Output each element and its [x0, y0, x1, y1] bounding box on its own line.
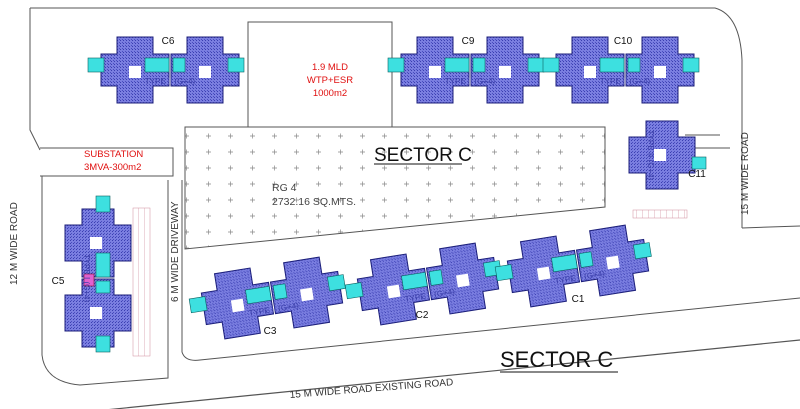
courtyard	[90, 307, 102, 319]
balcony	[627, 57, 641, 73]
balcony	[87, 57, 105, 73]
rg4-park	[184, 126, 606, 250]
substation-line-1: SUBSTATION	[84, 149, 143, 160]
wtp-label: 1.9 MLD WTP+ESR 1000m2	[307, 62, 353, 99]
balcony	[599, 57, 625, 73]
sector-title-bottom: SECTOR C	[500, 347, 613, 372]
road-label-bottom: 15 M WIDE ROAD EXISTING ROAD	[289, 377, 453, 401]
courtyard	[199, 66, 211, 78]
building-type-label: TYPE I (G+4)	[82, 254, 91, 303]
courtyard	[456, 273, 470, 288]
balcony	[245, 285, 272, 305]
balcony	[472, 57, 486, 73]
courtyard	[129, 66, 141, 78]
balcony	[144, 57, 170, 73]
balcony	[633, 242, 652, 260]
courtyard	[386, 284, 401, 299]
balcony	[494, 264, 514, 282]
building-c1[interactable]: TYPE II (G+4)	[492, 222, 656, 312]
courtyard	[584, 66, 596, 78]
building-c9[interactable]: TYPE II (G+4)	[387, 36, 545, 104]
balcony	[227, 57, 245, 73]
building-id-label: C5	[52, 276, 65, 287]
balcony	[188, 296, 208, 314]
balcony	[327, 274, 346, 292]
balcony	[401, 271, 428, 291]
balcony	[691, 156, 707, 170]
driveway-label: 6 M WIDE DRIVEWAY	[170, 201, 181, 302]
building-id-label: C2	[416, 310, 429, 321]
balcony	[95, 252, 111, 278]
building-c6[interactable]: TYPE II (G+4)	[87, 36, 245, 104]
parking-strip	[632, 209, 688, 219]
wtp-line-1: 1.9 MLD	[312, 62, 348, 73]
building-type-label: TYPE II (G+4)	[145, 77, 196, 86]
balcony	[172, 57, 186, 73]
substation-line-2: 3MVA-300m2	[84, 162, 141, 173]
pink-unit	[83, 273, 95, 287]
courtyard	[429, 66, 441, 78]
balcony	[444, 57, 470, 73]
balcony	[527, 57, 545, 73]
rg4-area: 2732.16 SQ.MTS.	[272, 196, 356, 208]
building-c3[interactable]: TYPE II (G+4)	[186, 254, 350, 344]
balcony	[95, 280, 111, 294]
wtp-line-3: 1000m2	[313, 88, 347, 99]
balcony	[95, 195, 111, 213]
courtyard	[230, 298, 245, 313]
courtyard	[90, 237, 102, 249]
courtyard	[300, 287, 314, 302]
courtyard	[654, 66, 666, 78]
substation-box	[40, 147, 174, 177]
courtyard	[536, 266, 551, 281]
building-id-label: C9	[462, 36, 475, 47]
building-c10[interactable]: TYPE II (G+4)	[542, 36, 700, 104]
balcony	[551, 253, 578, 273]
rg4-label: RG 4 2732.16 SQ.MTS.	[272, 182, 356, 208]
building-type-label: TYPE II (G+4)	[445, 77, 496, 86]
building-id-label: C1	[572, 294, 585, 305]
balcony	[344, 282, 364, 300]
building-id-label: C11	[688, 169, 706, 180]
building-c11[interactable]: TYPE II (G+4)	[628, 120, 707, 190]
balcony	[578, 251, 594, 268]
road-label-right: 15 M WIDE ROAD	[740, 132, 751, 215]
parking-strip	[132, 207, 151, 357]
courtyard	[606, 255, 620, 270]
balcony	[428, 269, 444, 286]
building-type-label: TYPE II (G+4)	[600, 77, 651, 86]
building-id-label: C3	[264, 326, 277, 337]
building-id-label: C6	[162, 36, 175, 47]
balcony	[387, 57, 405, 73]
building-type-label: TYPE II (G+4)	[646, 130, 655, 181]
substation-label: SUBSTATION 3MVA-300m2	[84, 149, 143, 173]
courtyard	[654, 149, 666, 161]
balcony	[682, 57, 700, 73]
wtp-line-2: WTP+ESR	[307, 75, 353, 86]
road-label-left: 12 M WIDE ROAD	[9, 202, 20, 285]
building-c5[interactable]: TYPE I (G+4)	[64, 195, 132, 353]
courtyard	[499, 66, 511, 78]
site-boundaries	[29, 7, 800, 409]
balcony	[95, 335, 111, 353]
sector-title-top: SECTOR C	[374, 145, 472, 166]
balcony	[272, 283, 288, 300]
rg4-name: RG 4	[272, 182, 297, 194]
balcony	[542, 57, 560, 73]
building-id-label: C10	[614, 36, 633, 47]
